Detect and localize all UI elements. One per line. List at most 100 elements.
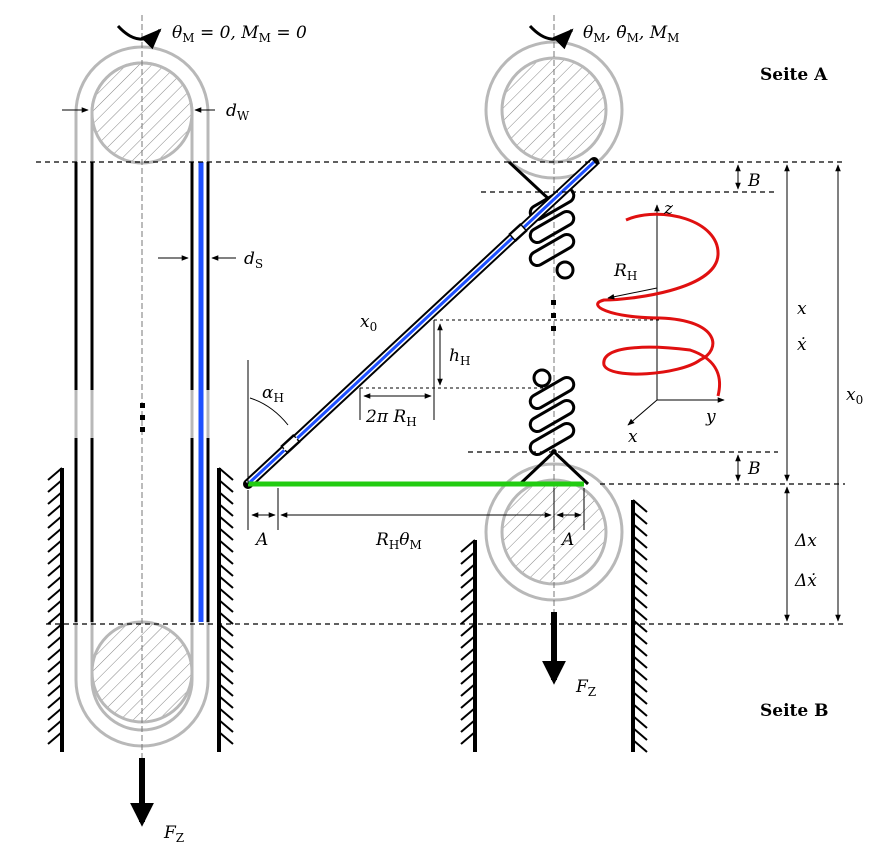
wall-hatch-line: [218, 623, 234, 637]
wall-hatch-line: [632, 739, 648, 753]
wall-hatch-line: [218, 563, 234, 577]
wall-hatch-line: [47, 575, 63, 589]
wall-hatch-line: [632, 607, 648, 621]
wall-hatch-line: [460, 647, 476, 661]
label-alpha-h: αH: [262, 383, 284, 405]
wall-hatch-line: [47, 707, 63, 721]
wall-hatch-line: [632, 523, 648, 537]
right-wall-hatching: [460, 499, 648, 753]
wall-hatch-line: [218, 515, 234, 529]
wall-hatch-line: [218, 479, 234, 493]
wall-hatch-line: [460, 719, 476, 733]
left-belt-assembly: [60, 15, 221, 760]
wall-hatch-line: [218, 707, 234, 721]
label-a-right: A: [560, 530, 574, 550]
wall-hatch-line: [460, 635, 476, 649]
label-delta-x-dot: Δẋ: [794, 571, 817, 591]
wall-hatch-line: [218, 599, 234, 613]
wall-hatch-line: [47, 479, 63, 493]
wall-hatch-line: [47, 527, 63, 541]
wall-hatch-line: [632, 631, 648, 645]
wall-hatch-line: [632, 535, 648, 549]
wall-hatch-line: [632, 727, 648, 741]
diagonal-rod: [243, 157, 599, 489]
wall-hatch-line: [47, 491, 63, 505]
torque-arrow-right: [528, 24, 574, 50]
wall-hatch-line: [218, 731, 234, 745]
label-rh-theta-m: RHθM: [375, 530, 422, 552]
wall-hatch-line: [218, 527, 234, 541]
wall-hatch-line: [460, 707, 476, 721]
wall-hatch-line: [47, 587, 63, 601]
wall-hatch-line: [218, 659, 234, 673]
wall-hatch-line: [218, 683, 234, 697]
wall-hatch-line: [47, 623, 63, 637]
wall-hatch-line: [218, 575, 234, 589]
wall-hatch-line: [218, 491, 234, 505]
label-axis-z: z: [663, 199, 674, 219]
wall-hatch-line: [47, 695, 63, 709]
wall-hatch-line: [632, 511, 648, 525]
wall-hatch-line: [47, 635, 63, 649]
label-a-left: A: [254, 530, 268, 550]
right-belt-assembly: [473, 15, 635, 752]
wall-hatch-line: [632, 571, 648, 585]
wall-hatch-line: [460, 611, 476, 625]
label-b-bottom: B: [747, 459, 761, 479]
wall-hatch-line: [632, 547, 648, 561]
wall-hatch-line: [632, 595, 648, 609]
wall-hatch-line: [218, 719, 234, 733]
wall-hatch-line: [460, 695, 476, 709]
torque-arrow-left: [116, 24, 162, 50]
wall-hatch-line: [47, 563, 63, 577]
label-two-pi-rh: 2π RH: [365, 407, 417, 429]
label-b-top: B: [747, 171, 761, 191]
label-theta-m-zero: θM = 0, MM = 0: [172, 23, 307, 45]
wall-hatch-line: [632, 499, 648, 513]
label-x-dot: ẋ: [797, 335, 807, 355]
wall-hatch-line: [218, 647, 234, 661]
wall-hatch-line: [218, 503, 234, 517]
label-delta-x: Δx: [794, 531, 817, 551]
wall-hatch-line: [632, 559, 648, 573]
wall-hatch-line: [47, 683, 63, 697]
wall-hatch-line: [47, 611, 63, 625]
wall-hatch-line: [218, 671, 234, 685]
wall-hatch-line: [218, 635, 234, 649]
wall-hatch-line: [460, 587, 476, 601]
wall-hatch-line: [47, 719, 63, 733]
wall-hatch-line: [47, 551, 63, 565]
label-axis-x: x: [628, 427, 638, 447]
wall-hatch-line: [47, 503, 63, 517]
wall-hatch-line: [47, 731, 63, 745]
wall-hatch-line: [632, 619, 648, 633]
wall-hatch-line: [47, 659, 63, 673]
label-motor-right: θM, θ̇M, MM: [583, 23, 679, 45]
helix-curve: [596, 212, 722, 397]
label-d-s: dS: [244, 249, 263, 271]
wall-hatch-line: [460, 731, 476, 745]
wall-hatch-line: [47, 599, 63, 613]
label-seite-b: Seite B: [760, 701, 829, 721]
wall-hatch-line: [47, 515, 63, 529]
wall-hatch-line: [460, 539, 476, 553]
label-fz-right: FZ: [575, 677, 596, 699]
wall-hatch-line: [47, 539, 63, 553]
wall-hatch-line: [460, 575, 476, 589]
wall-hatch-line: [218, 611, 234, 625]
label-x: x: [797, 299, 807, 319]
wall-hatch-line: [218, 587, 234, 601]
wall-hatch-line: [460, 563, 476, 577]
label-h-h: hH: [449, 346, 470, 368]
label-x0-right: x0: [846, 385, 863, 407]
wall-hatch-line: [47, 671, 63, 685]
wall-hatch-line: [218, 695, 234, 709]
wall-hatch-line: [632, 715, 648, 729]
wall-hatch-line: [218, 539, 234, 553]
label-axis-y: y: [705, 407, 716, 427]
wall-hatch-line: [632, 679, 648, 693]
wall-hatch-line: [632, 703, 648, 717]
wall-hatch-line: [632, 655, 648, 669]
label-d-w: dW: [226, 101, 250, 123]
